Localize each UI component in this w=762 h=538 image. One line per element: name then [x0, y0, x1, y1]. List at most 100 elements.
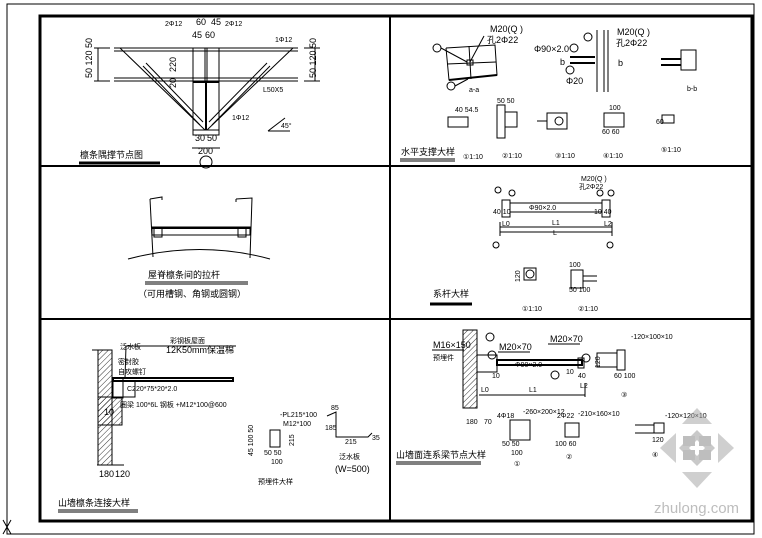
label-plate-3: -120×100×10	[631, 334, 673, 341]
label-dims-50: 50 50	[264, 450, 282, 457]
label-dim-20: 20	[168, 78, 178, 88]
label-dim-100: 100	[569, 262, 581, 269]
label-dim-10b: 10	[566, 369, 574, 376]
label-beam-note: 圈梁 100*6L 钢板 +M12*100@600	[120, 400, 227, 409]
panel-title: 系杆大样	[433, 288, 469, 300]
label-detail-dims-1: 40 54.5	[455, 107, 478, 114]
panel-gable-purlin-connection: 彩钢板屋面 12K50mm保温棉 泛水板 密封胶 自攻螺钉 C220*75*20…	[58, 336, 380, 513]
label-hole-spec-2: 孔2Φ22	[616, 38, 647, 48]
label-w: (W=500)	[335, 464, 370, 474]
label-note-screw: 自攻螺钉	[118, 367, 146, 376]
label-section-b2: b	[618, 58, 623, 68]
label-note-top: 彩钢板屋面	[170, 336, 205, 345]
label-dim-top-c: 45	[192, 30, 202, 40]
label-dim-215: 215	[289, 434, 296, 446]
label-pipe: Φ90×2.0	[515, 362, 542, 369]
label-angle: L50X5	[263, 87, 283, 94]
label-dim-top-a: 60	[196, 17, 206, 27]
label-detail-dims-4: 100	[609, 105, 621, 112]
panel-title: 山墙檩条连接大样	[58, 497, 130, 509]
label-dim-120: 120	[515, 270, 522, 282]
label-dim-bottom-b: 50	[207, 133, 217, 143]
detail-5: ⑤1:10	[661, 146, 681, 154]
label-rod-spec: Φ20	[566, 76, 583, 86]
panel-roof-ridge-tie: 屋脊檩条间的拉杆 （可用槽钢、角钢或圆钢）	[127, 196, 271, 300]
label-dim-35: 35	[372, 435, 380, 442]
label-pipe-spec: Φ90×2.0	[534, 44, 569, 54]
label-flashing: 泛水板	[339, 452, 360, 461]
label-detail-dims-2: 50 50	[497, 98, 515, 105]
label-purlin-spec: C220*75*20*2.0	[127, 386, 177, 393]
label-L: L	[553, 230, 557, 237]
label-bolt-spec: M20(Q )	[581, 176, 607, 183]
panel-title: 山墙面连系梁节点大样	[396, 449, 486, 461]
label-hole-spec-1: 孔2Φ22	[487, 35, 518, 45]
label-note-flashing: 泛水板	[120, 342, 141, 351]
label-note-sealant: 密封胶	[118, 357, 139, 366]
label-dims-3: 60 100	[614, 373, 636, 380]
label-dim-215b: 215	[345, 439, 357, 446]
label-dim-220: 220	[168, 57, 178, 72]
label-dim-10: 10	[104, 407, 114, 417]
label-plate-4: -120×120×10	[665, 413, 707, 420]
label-dims-45: 45 100 50	[248, 425, 255, 456]
label-hole-spec: 孔2Φ22	[579, 183, 603, 191]
label-dim-bottom-a: 30	[195, 133, 205, 143]
label-note-insul: 12K50mm保温棉	[166, 344, 234, 355]
label-L1: L1	[529, 387, 537, 394]
label-dim-120b: 120	[652, 437, 664, 444]
label-detail-dims-5: 60	[656, 119, 664, 126]
label-dim-120: 120	[595, 356, 602, 368]
label-plate-spec: -PL215*100	[280, 412, 317, 419]
label-dims-50-60: 50 100	[569, 287, 591, 294]
label-bolt-note: M12*100	[283, 421, 311, 428]
label-anchor-note: 预埋件	[433, 353, 454, 362]
label-section-b1: b	[560, 57, 565, 67]
watermark-text: zhulong.com	[654, 500, 739, 517]
label-dims-1: 50 50	[502, 441, 520, 448]
panel-title: 屋脊檩条间的拉杆	[148, 269, 220, 281]
watermark-logo-icon	[660, 408, 734, 488]
label-dim-right: 50 120 50	[308, 38, 318, 78]
detail-3: ③1:10	[555, 152, 575, 160]
label-bolts-1: 4Φ18	[497, 413, 514, 420]
label-bolts-2: 2Φ22	[557, 413, 574, 420]
label-dim-200: 200	[198, 146, 213, 156]
label-detail-dims-4b: 60 60	[602, 129, 620, 136]
label-dim-10a: 10	[492, 373, 500, 380]
label-L2: L2	[604, 221, 612, 228]
panel-horizontal-bracing: M20(Q ) 孔2Φ22 a-a Φ90×2.0 Φ20 M20(Q ) 孔2…	[400, 24, 697, 162]
label-dim-85: 85	[331, 405, 339, 412]
panel-gable-tie-beam-node: M16×150 预埋件 M20×70 M20×70 Φ90×2.0 10 10 …	[396, 329, 707, 468]
label-angle-note: 45°	[281, 122, 292, 130]
label-dim-100: 100	[271, 459, 283, 466]
label-wall-dim-b: 70	[484, 419, 492, 426]
label-L0: L0	[502, 221, 510, 228]
label-dims-right: 10 40	[594, 209, 612, 216]
label-dim-top-d: 60	[205, 30, 215, 40]
detail-3: ③	[621, 391, 627, 399]
label-bolt-right: 2Φ12	[225, 21, 242, 28]
detail-1: ①1:10	[522, 305, 542, 313]
detail-4: ④	[652, 451, 658, 459]
detail-1: ①1:10	[463, 153, 483, 161]
panel-purlin-truss-node: 2Φ12 2Φ12 60 45 45 60 50 120 50 50 120 5…	[79, 17, 320, 169]
corner-mark-icon	[2, 519, 12, 535]
label-dim-120: 120	[115, 469, 130, 479]
label-dim-top-b: 45	[211, 17, 221, 27]
panel-tie-rod-detail: Φ90×2.0 M20(Q ) 孔2Φ22 40 10 10 40 L0 L1 …	[430, 176, 615, 313]
label-bolt-bottom: 1Φ12	[232, 115, 249, 122]
label-L2: L2	[580, 383, 588, 390]
panel-title: 水平支撑大样	[401, 146, 455, 158]
label-section-bb: b-b	[687, 86, 697, 93]
label-pipe-spec: Φ90×2.0	[529, 205, 556, 212]
detail-4: ④1:10	[603, 152, 623, 160]
label-anchor: M16×150	[433, 340, 471, 350]
label-bolt-1: M20×70	[499, 342, 532, 352]
label-bolt-spec-2: M20(Q )	[617, 27, 650, 37]
detail-2: ②1:10	[578, 305, 598, 313]
panel-subtitle: （可用槽钢、角钢或圆钢）	[138, 288, 246, 300]
panel-title: 檩条隅撑节点图	[80, 149, 143, 161]
outer-frame	[6, 3, 755, 535]
